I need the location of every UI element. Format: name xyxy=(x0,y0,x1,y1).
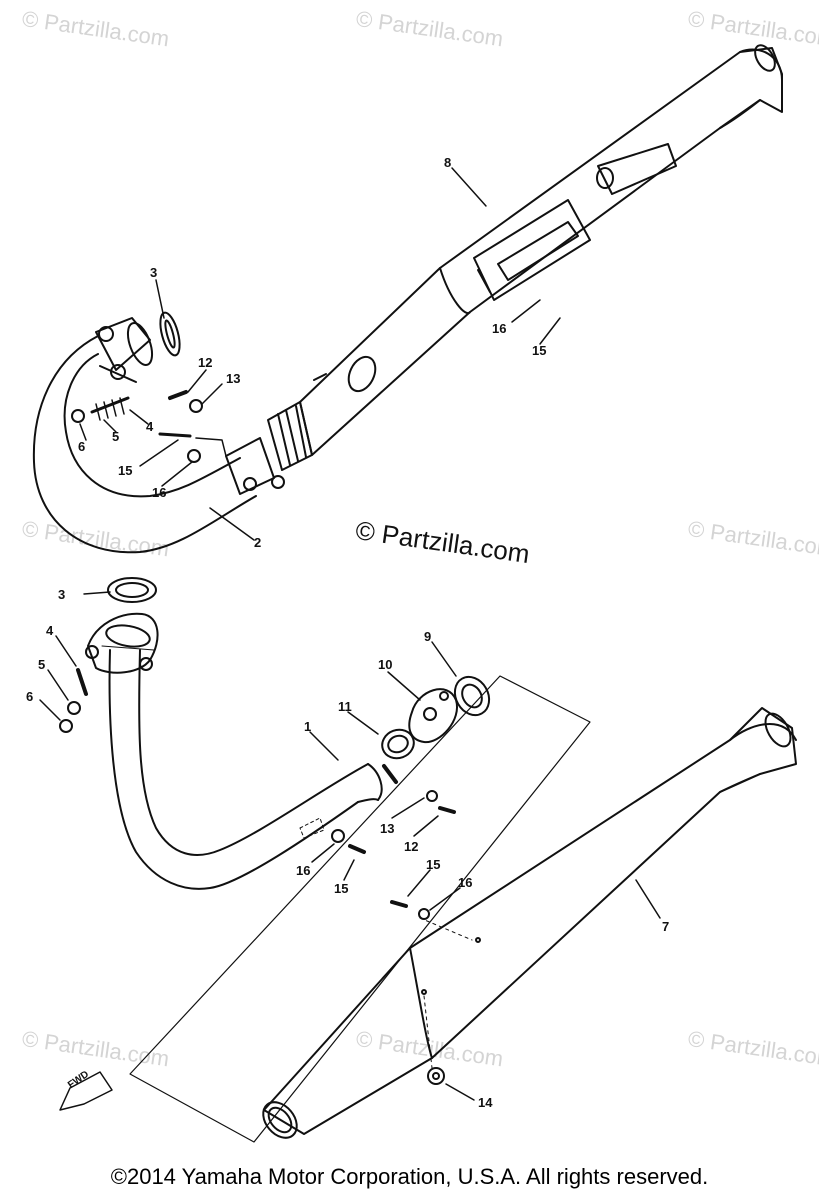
exhaust-pipe-lower xyxy=(85,612,383,890)
callout-12: 12 xyxy=(198,355,213,370)
callout-15: 15 xyxy=(426,857,441,872)
callout-3: 3 xyxy=(58,587,66,602)
callout-15: 15 xyxy=(334,881,349,896)
callout-5: 5 xyxy=(38,657,46,672)
callout-13: 13 xyxy=(226,371,241,386)
callout-9: 9 xyxy=(424,629,432,644)
callout-1: 1 xyxy=(304,719,312,734)
callout-7: 7 xyxy=(662,919,670,934)
muffler-lower xyxy=(262,707,797,1139)
mounting-plane xyxy=(129,675,591,1143)
callout-4: 4 xyxy=(46,623,54,638)
fwd-arrow xyxy=(59,1071,113,1111)
callout-8: 8 xyxy=(444,155,452,170)
copyright-footer: ©2014 Yamaha Motor Corporation, U.S.A. A… xyxy=(110,1164,709,1189)
callout-13: 13 xyxy=(380,821,395,836)
callout-12: 12 xyxy=(404,839,419,854)
callout-16: 16 xyxy=(296,863,311,878)
exhaust-pipe-upper xyxy=(32,311,257,554)
callout-15: 15 xyxy=(532,343,547,358)
gasket-lower xyxy=(107,577,157,603)
callout-2: 2 xyxy=(254,535,262,550)
hardware-lower-left xyxy=(59,668,88,733)
callout-6: 6 xyxy=(26,689,34,704)
muffler-upper xyxy=(225,44,783,495)
callout-10: 10 xyxy=(378,657,393,672)
callout-14: 14 xyxy=(478,1095,493,1110)
callout-5: 5 xyxy=(112,429,120,444)
clamp-assembly xyxy=(331,675,491,854)
callout-16: 16 xyxy=(458,875,473,890)
callout-6: 6 xyxy=(78,439,86,454)
callout-11: 11 xyxy=(338,699,352,714)
hardware-upper xyxy=(71,390,227,463)
callout-15: 15 xyxy=(118,463,133,478)
callout-3: 3 xyxy=(150,265,158,280)
leader-lines xyxy=(39,167,661,1101)
callout-4: 4 xyxy=(146,419,154,434)
callout-16: 16 xyxy=(152,485,167,500)
callout-16: 16 xyxy=(492,321,507,336)
